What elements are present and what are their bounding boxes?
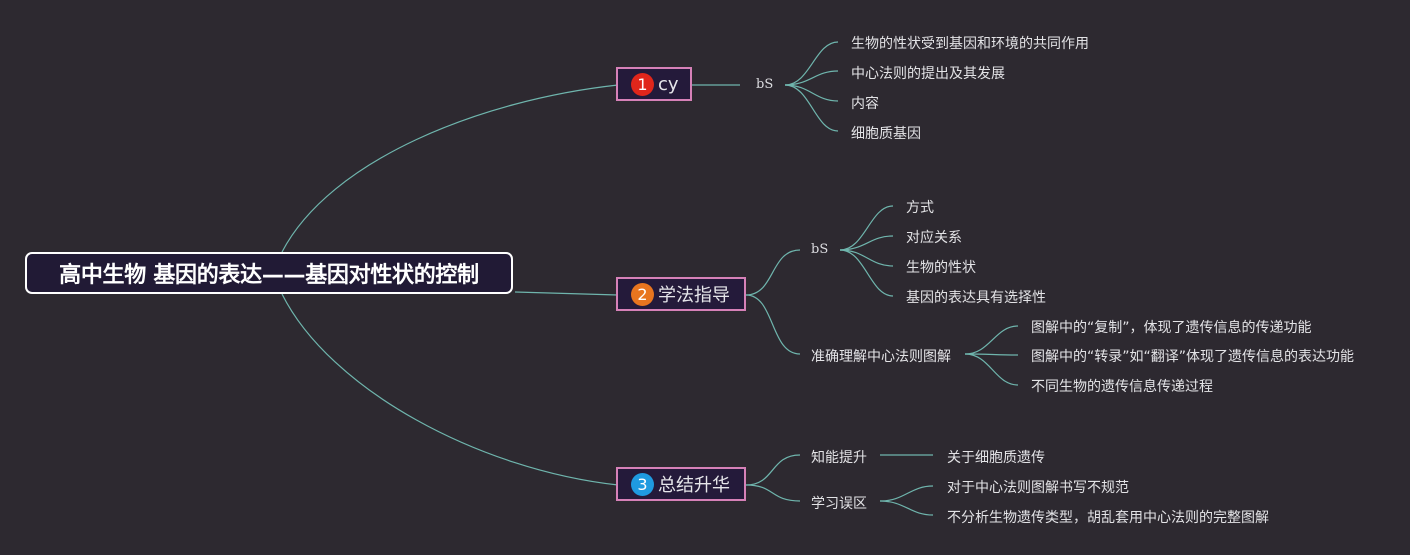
leaf-node[interactable]: 图解中的“复制”，体现了遗传信息的传递功能	[1031, 320, 1312, 336]
leaf-node[interactable]: 不分析生物遗传类型，胡乱套用中心法则的完整图解	[947, 510, 1269, 526]
branch-node-1[interactable]: 1 cy	[616, 67, 692, 101]
sub-node-misconceptions[interactable]: 学习误区	[811, 496, 867, 512]
root-title: 高中生物 基因的表达——基因对性状的控制	[59, 263, 479, 288]
connector-root-b3	[281, 293, 619, 486]
branch-label-1: cy	[658, 73, 679, 95]
connector-root-b1	[281, 84, 619, 253]
leaf-node[interactable]: 对应关系	[906, 230, 962, 246]
sub-node-central-dogma[interactable]: 准确理解中心法则图解	[811, 349, 951, 365]
number-badge-1: 1	[631, 72, 654, 96]
leaf-node[interactable]: 对于中心法则图解书写不规范	[947, 480, 1129, 496]
sub-node-knowledge[interactable]: 知能提升	[811, 450, 867, 466]
number-badge-2: 2	[631, 282, 654, 306]
branch-node-3[interactable]: 3 总结升华	[616, 467, 746, 501]
leaf-node[interactable]: 中心法则的提出及其发展	[851, 66, 1005, 82]
branch-label-2: 学法指导	[658, 285, 730, 306]
branch-node-2[interactable]: 2 学法指导	[616, 277, 746, 311]
sub-node-b2-bs[interactable]: bS	[811, 242, 829, 257]
leaf-node[interactable]: 生物的性状	[906, 260, 976, 276]
branch-label-3: 总结升华	[658, 475, 730, 496]
number-badge-3: 3	[631, 472, 654, 496]
leaf-node[interactable]: 不同生物的遗传信息传递过程	[1031, 379, 1213, 395]
leaf-node[interactable]: 基因的表达具有选择性	[906, 290, 1046, 306]
root-node[interactable]: 高中生物 基因的表达——基因对性状的控制	[25, 252, 513, 294]
leaf-node[interactable]: 细胞质基因	[851, 126, 921, 142]
leaf-node[interactable]: 生物的性状受到基因和环境的共同作用	[851, 36, 1089, 52]
leaf-node[interactable]: 内容	[851, 96, 879, 112]
sub-node-b1-bs[interactable]: bS	[756, 77, 774, 92]
leaf-node[interactable]: 关于细胞质遗传	[947, 450, 1045, 466]
leaf-node[interactable]: 方式	[906, 200, 934, 216]
connector-root-b2	[514, 291, 619, 296]
leaf-node[interactable]: 图解中的“转录”如“翻译”体现了遗传信息的表达功能	[1031, 349, 1355, 365]
